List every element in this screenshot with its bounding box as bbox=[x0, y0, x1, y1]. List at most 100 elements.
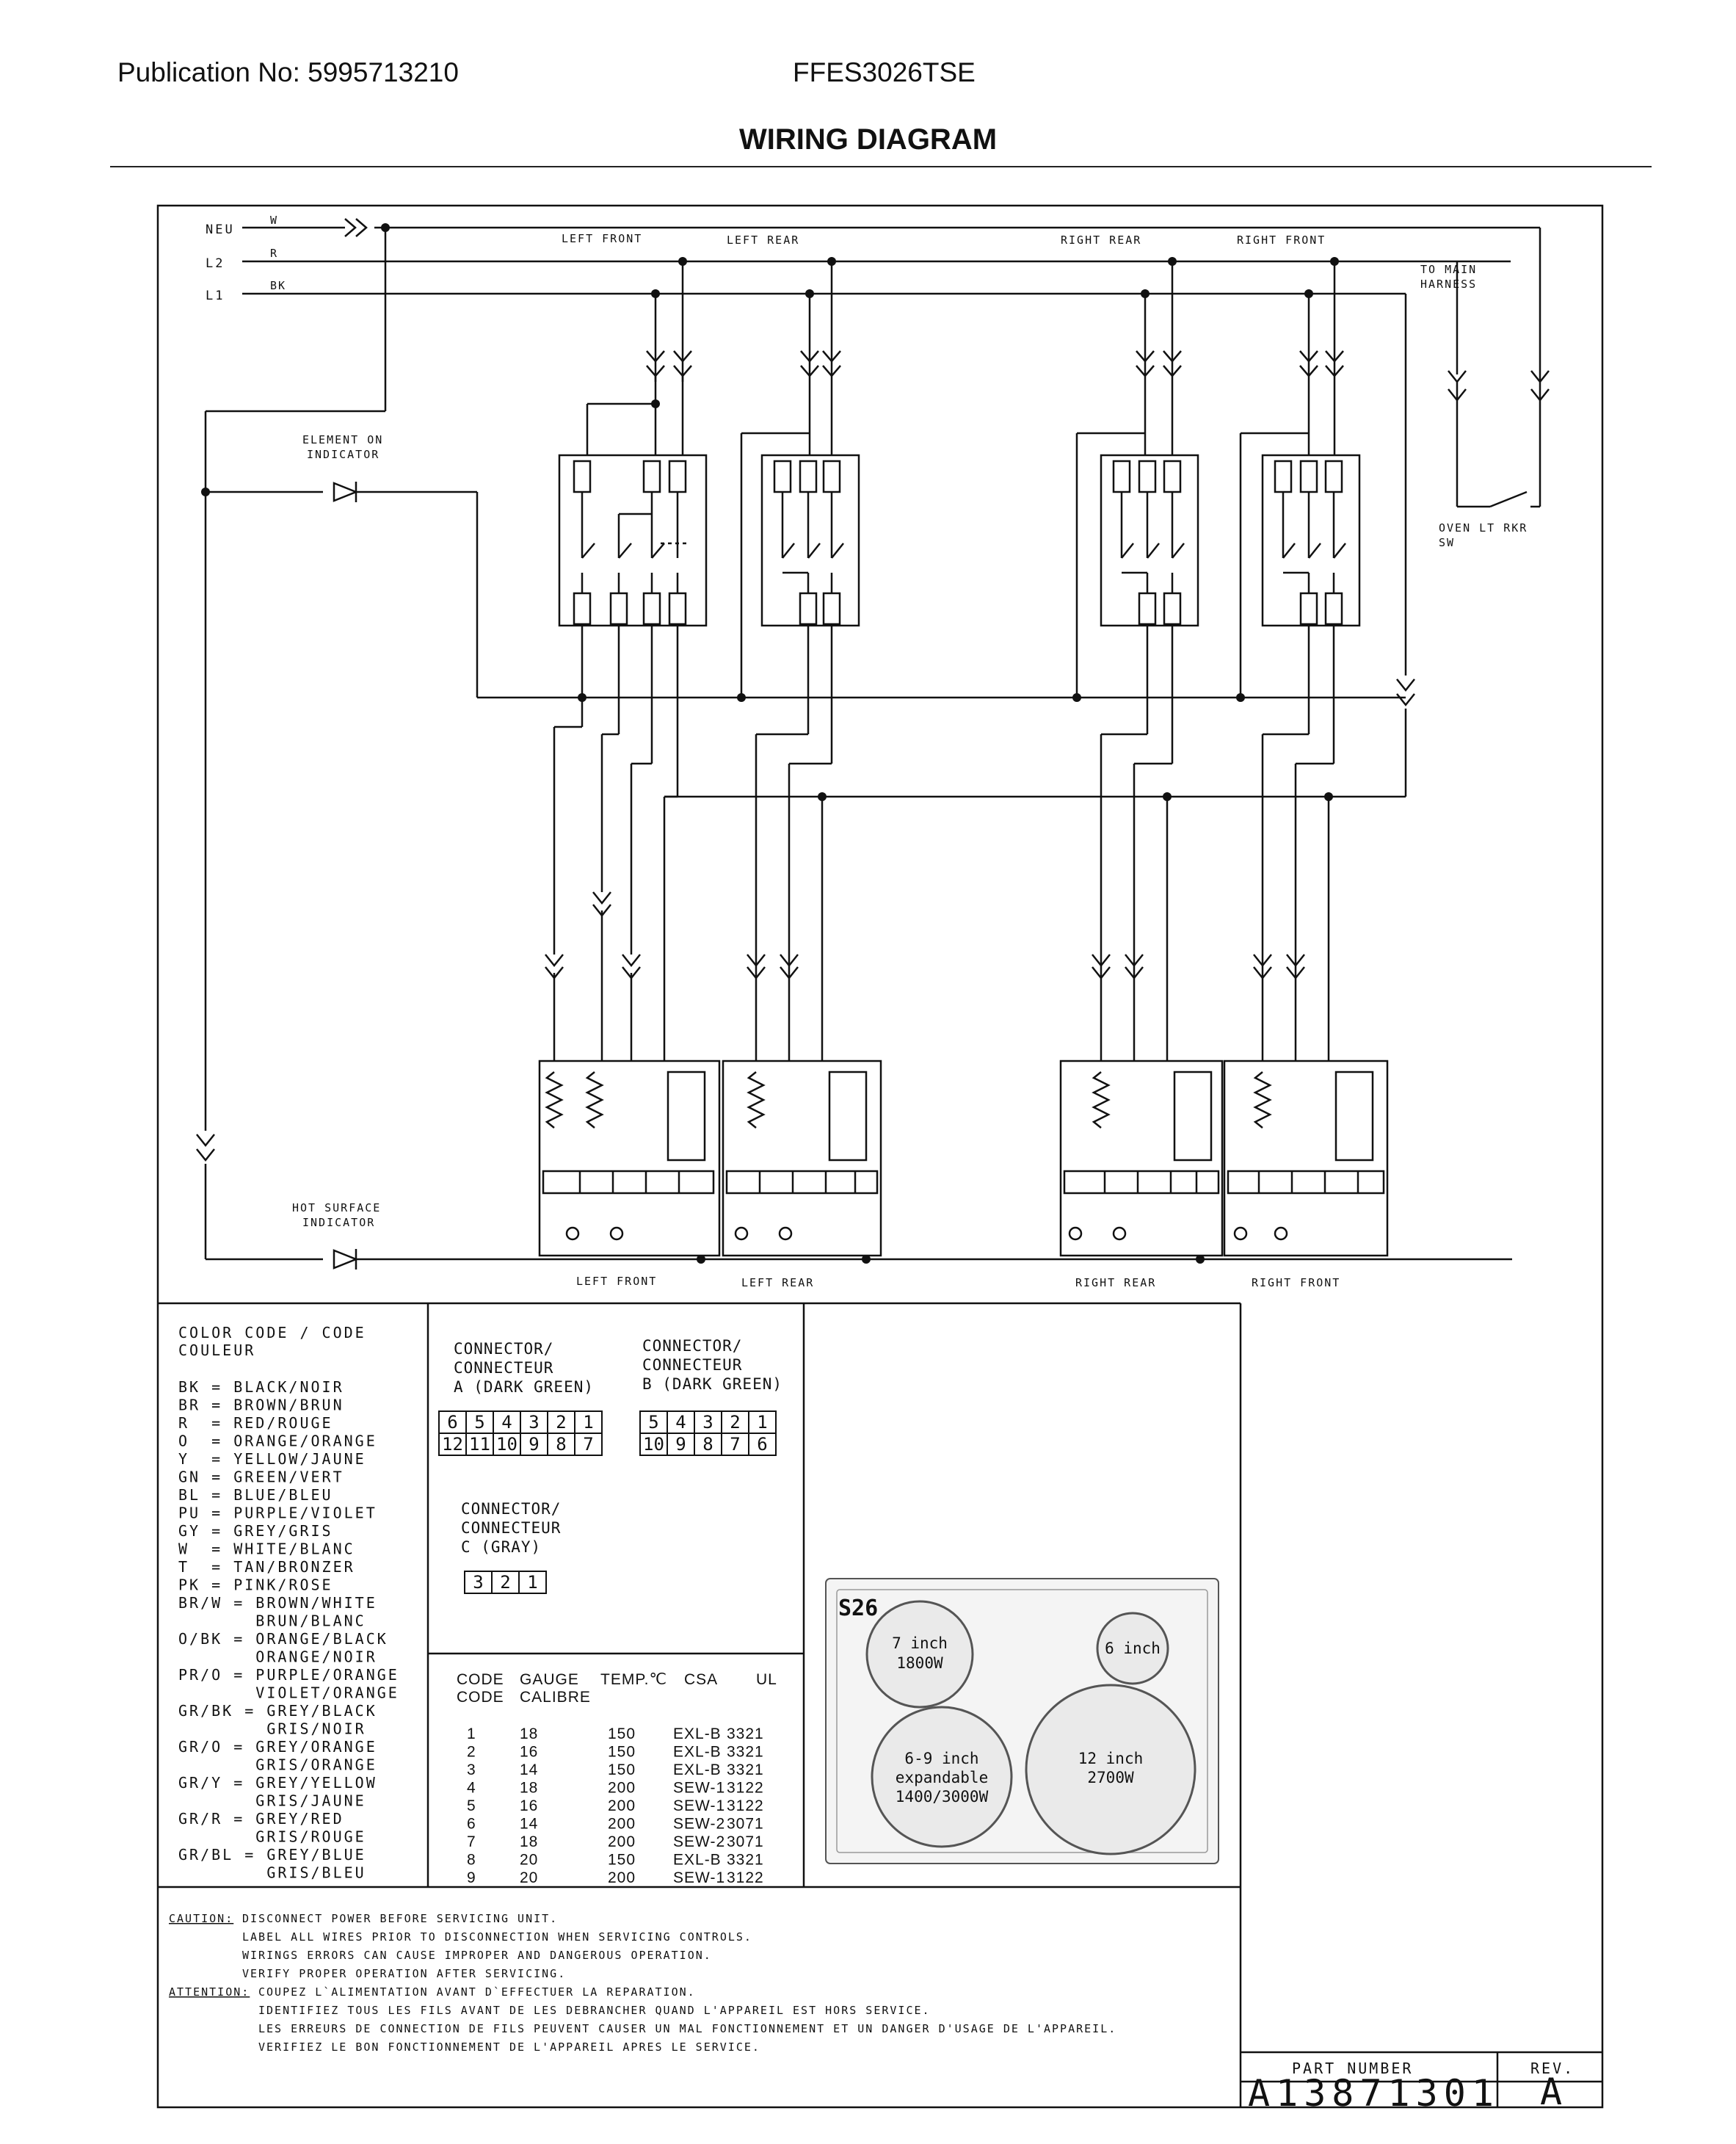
gauge-table-cell: 3 bbox=[467, 1761, 476, 1778]
gauge-table-cell: 20 bbox=[520, 1869, 538, 1886]
burner-12-inch bbox=[1025, 1684, 1196, 1855]
gauge-table-cell: SEW-1 bbox=[673, 1780, 725, 1797]
color-code-entry: PR/O = PURPLE/ORANGE bbox=[178, 1666, 399, 1684]
connector-pin-number: 11 bbox=[469, 1434, 490, 1455]
connector-pin-number: 1 bbox=[527, 1572, 537, 1593]
gauge-header-code-fr: CODE bbox=[457, 1689, 504, 1706]
gauge-table-cell: EXL-B bbox=[673, 1725, 722, 1742]
gauge-table-cell: 3321 bbox=[727, 1725, 764, 1742]
rev-label: REV. bbox=[1530, 2060, 1575, 2077]
top-label-right-front: RIGHT FRONT bbox=[1237, 233, 1326, 247]
connector-c-label-1: CONNECTOR/ bbox=[461, 1500, 561, 1518]
connector-pin-number: 8 bbox=[702, 1434, 713, 1455]
gauge-table-cell: 150 bbox=[608, 1725, 636, 1742]
gauge-table-cell: SEW-2 bbox=[673, 1816, 725, 1833]
connector-pin-number: 5 bbox=[648, 1412, 658, 1433]
color-code-entry: ORANGE/NOIR bbox=[178, 1648, 377, 1666]
color-code-title-2: COULEUR bbox=[178, 1341, 255, 1359]
model-number: FFES3026TSE bbox=[793, 57, 976, 87]
color-code-title-1: COLOR CODE / CODE bbox=[178, 1324, 366, 1341]
gauge-table-cell: 150 bbox=[608, 1744, 636, 1761]
bottom-label-right-front: RIGHT FRONT bbox=[1252, 1276, 1340, 1289]
color-code-entry: GR/O = GREY/ORANGE bbox=[178, 1738, 377, 1756]
burner-7-label-1: 7 inch bbox=[892, 1634, 948, 1652]
gauge-table-cell: EXL-B bbox=[673, 1744, 722, 1761]
attention-label: ATTENTION: bbox=[169, 1985, 250, 1999]
gauge-table-cell: 4 bbox=[467, 1780, 476, 1797]
color-code-entry: GRIS/BLEU bbox=[178, 1864, 366, 1882]
connector-pin-number: 2 bbox=[730, 1412, 740, 1433]
color-code-entry: GRIS/ROUGE bbox=[178, 1828, 366, 1846]
connector-a11 bbox=[1448, 370, 1467, 402]
element-on-line2: INDICATOR bbox=[307, 448, 379, 461]
color-code-entry: W = WHITE/BLANC bbox=[178, 1540, 355, 1558]
connector-pin-number: 12 bbox=[442, 1434, 463, 1455]
connector-c-label-3: C (GRAY) bbox=[461, 1538, 541, 1556]
color-code-entry: BL = BLUE/BLEU bbox=[178, 1486, 333, 1504]
connector-pin-number: 4 bbox=[501, 1412, 512, 1433]
burner-6-inch bbox=[1096, 1612, 1169, 1685]
title-block: PART NUMBER REV. A13871301 A bbox=[1248, 2060, 1575, 2115]
gauge-table-cell: 5 bbox=[467, 1797, 476, 1814]
gauge-table-cell: 3321 bbox=[727, 1852, 764, 1869]
gauge-table-cell: 200 bbox=[608, 1797, 636, 1814]
gauge-table-cell: 18 bbox=[520, 1833, 538, 1850]
burner-69-label-2: expandable bbox=[896, 1769, 988, 1786]
connector-pin-number: 10 bbox=[496, 1434, 517, 1455]
bottom-label-right-rear: RIGHT REAR bbox=[1075, 1276, 1156, 1289]
color-code-entry: O = ORANGE/ORANGE bbox=[178, 1433, 377, 1450]
part-number-label: PART NUMBER bbox=[1292, 2060, 1413, 2077]
oven-switch-line1: OVEN LT RKR bbox=[1439, 521, 1528, 535]
burner-69-label-1: 6-9 inch bbox=[904, 1750, 978, 1767]
main-harness-line2: HARNESS bbox=[1420, 278, 1477, 291]
header-divider bbox=[110, 166, 1652, 167]
gauge-table-cell: 2 bbox=[467, 1744, 476, 1761]
connector-pin-number: 9 bbox=[529, 1434, 539, 1455]
color-code-entry: PK = PINK/ROSE bbox=[178, 1576, 333, 1594]
gauge-table-cell: 16 bbox=[520, 1797, 538, 1814]
burner-12-label-1: 12 inch bbox=[1078, 1750, 1144, 1767]
connector-pin-number: 8 bbox=[556, 1434, 566, 1455]
connector-pin-cell bbox=[574, 1433, 603, 1456]
connector-pin-number: 1 bbox=[757, 1412, 767, 1433]
gauge-table-cell: 7 bbox=[467, 1833, 476, 1850]
gauge-table-cell: 3321 bbox=[727, 1744, 764, 1761]
caution-line-3: WIRINGS ERRORS CAN CAUSE IMPROPER AND DA… bbox=[242, 1949, 712, 1962]
burner-7-label-2: 1800W bbox=[896, 1654, 943, 1672]
color-code-entry: O/BK = ORANGE/BLACK bbox=[178, 1630, 388, 1648]
gauge-header-ul: UL bbox=[756, 1671, 777, 1688]
connector-pin-number: 2 bbox=[500, 1572, 510, 1593]
color-code-entry: GR/R = GREY/RED bbox=[178, 1810, 344, 1828]
l1-wire-label: BK bbox=[270, 279, 286, 292]
connector-c-label-2: CONNECTEUR bbox=[461, 1519, 561, 1537]
gauge-table-cell: 18 bbox=[520, 1725, 538, 1742]
color-code-entry: BK = BLACK/NOIR bbox=[178, 1378, 344, 1396]
gauge-header-calibre: CALIBRE bbox=[520, 1689, 591, 1706]
connector-b-label-2: CONNECTEUR bbox=[642, 1356, 742, 1374]
l1-label: L1 bbox=[206, 289, 225, 303]
color-code-entry: GRIS/NOIR bbox=[178, 1720, 366, 1738]
gauge-table-cell: 18 bbox=[520, 1780, 538, 1797]
attention-line-1: COUPEZ L`ALIMENTATION AVANT D`EFFECTUER … bbox=[258, 1985, 696, 1999]
bottom-label-left-rear: LEFT REAR bbox=[741, 1276, 814, 1289]
gauge-table-cell: 200 bbox=[608, 1780, 636, 1797]
gauge-table-cell: 3071 bbox=[727, 1816, 764, 1833]
top-label-left-front: LEFT FRONT bbox=[562, 232, 642, 245]
top-label-left-rear: LEFT REAR bbox=[727, 233, 799, 247]
element-left-rear bbox=[722, 1060, 882, 1257]
gauge-header-temp: TEMP.℃ bbox=[600, 1671, 667, 1688]
connector-pin-number: 3 bbox=[529, 1412, 539, 1433]
gauge-table-cell: EXL-B bbox=[673, 1761, 722, 1778]
cooktop-layout: S26 7 inch 1800W 6 inch 6-9 inch expanda… bbox=[825, 1578, 1219, 1864]
attention-line-4: VERIFIEZ LE BON FONCTIONNEMENT DE L'APPA… bbox=[258, 2040, 760, 2054]
gauge-table-cell: 3071 bbox=[727, 1833, 764, 1850]
hot-surface-line1: HOT SURFACE bbox=[292, 1201, 381, 1214]
switch-left-rear bbox=[740, 261, 860, 698]
caution-line-1: DISCONNECT POWER BEFORE SERVICING UNIT. bbox=[242, 1912, 558, 1925]
color-code-legend: COLOR CODE / CODE COULEUR BK = BLACK/NOI… bbox=[178, 1324, 399, 1882]
switch-right-front bbox=[1239, 261, 1361, 698]
color-code-entry: VIOLET/ORANGE bbox=[178, 1684, 399, 1702]
connector-pin-number: 1 bbox=[583, 1412, 593, 1433]
burner-7-inch bbox=[865, 1600, 974, 1709]
